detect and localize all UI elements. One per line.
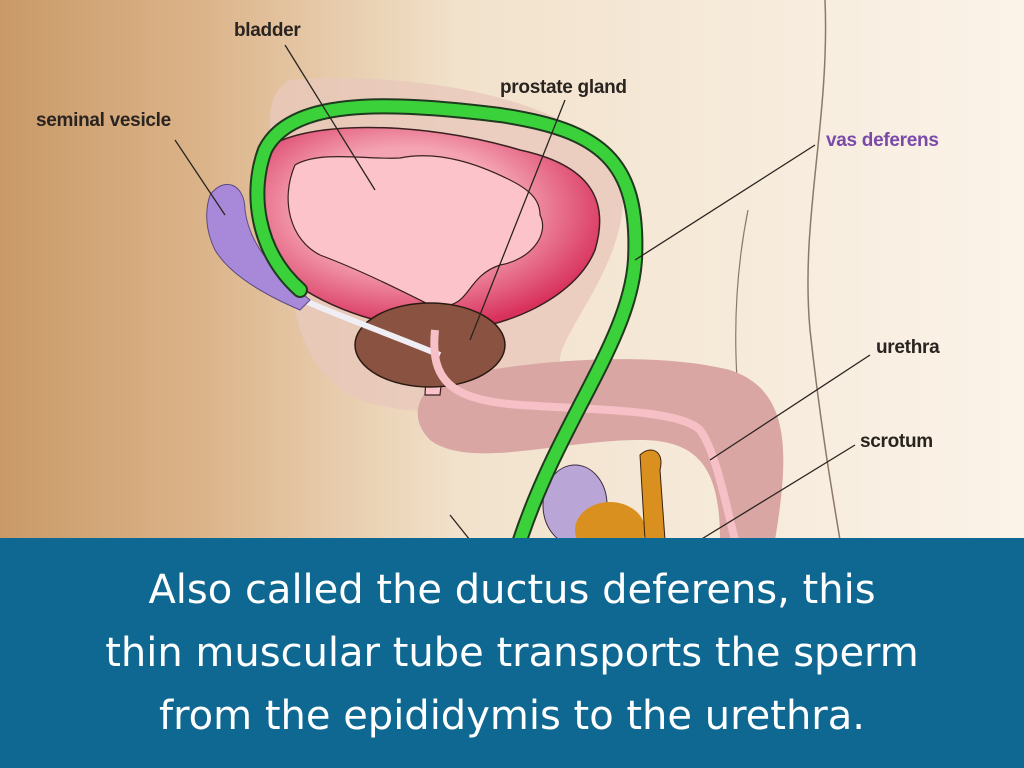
body-outline <box>807 0 841 540</box>
anatomy-diagram: bladder prostate gland seminal vesicle v… <box>0 0 1024 540</box>
urethra <box>430 329 739 540</box>
label-prostate-gland: prostate gland <box>500 77 627 98</box>
leader-lines <box>174 44 871 540</box>
bladder-inner <box>287 155 544 396</box>
label-urethra: urethra <box>876 337 940 358</box>
caption-line-2: thin muscular tube transports the sperm <box>105 629 919 676</box>
caption-line-3: from the epididymis to the urethra. <box>159 692 865 739</box>
vas-deferens-fill <box>251 100 642 540</box>
label-bladder: bladder <box>234 20 301 41</box>
label-scrotum: scrotum <box>860 431 933 452</box>
label-seminal-vesicle: seminal vesicle <box>36 110 171 131</box>
testis <box>575 502 645 540</box>
prostate-gland <box>354 302 506 388</box>
label-vas-deferens: vas deferens <box>826 130 939 151</box>
caption-line-1: Also called the ductus deferens, this <box>148 566 876 613</box>
scrotum-tissue <box>639 449 666 540</box>
caption-banner: Also called the ductus deferens, this th… <box>0 538 1024 768</box>
